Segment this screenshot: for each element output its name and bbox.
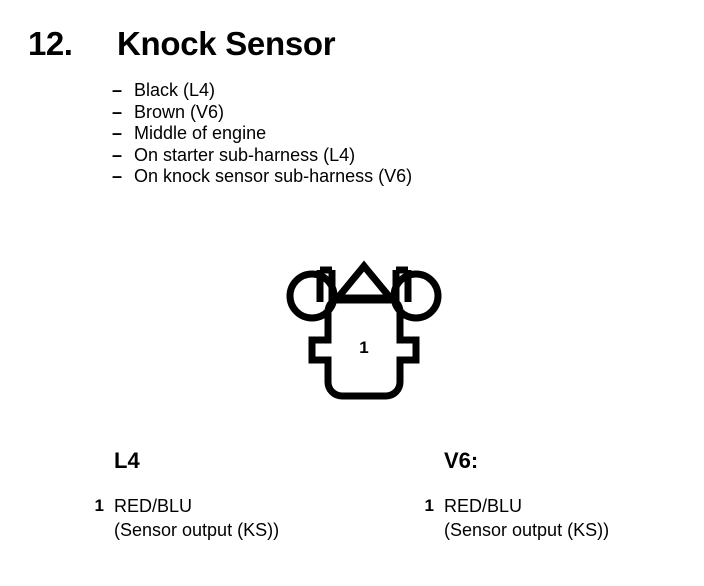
pinout-heading-v6: V6: — [444, 448, 479, 473]
pin-wire-color: RED/BLU — [114, 496, 193, 516]
connector-diagram: 1 — [276, 250, 452, 410]
section-number: 12. — [28, 25, 73, 62]
pin-number: 1 — [94, 496, 104, 515]
table-row: 1 RED/BLU (Sensor output (KS)) — [406, 494, 696, 546]
notes-list: –Black (L4) –Brown (V6) –Middle of engin… — [112, 80, 672, 188]
pinout-heading-l4: L4 — [114, 448, 140, 473]
pin-number: 1 — [424, 496, 434, 515]
list-item: –Black (L4) — [112, 80, 672, 102]
dash-icon: – — [112, 144, 123, 165]
dash-icon: – — [112, 166, 123, 186]
pin-wire-color: RED/BLU — [444, 496, 523, 516]
section-title: Knock Sensor — [117, 25, 336, 62]
pinout-table-l4: L4 1 RED/BLU (Sensor output (KS)) — [76, 448, 366, 546]
table-row: 1 RED/BLU (Sensor output (KS)) — [76, 494, 366, 546]
list-item-label: On knock sensor sub-harness (V6) — [134, 166, 413, 186]
connector-body — [308, 294, 420, 400]
dash-icon: – — [112, 123, 123, 143]
list-item: –On knock sensor sub-harness (V6) — [112, 166, 672, 188]
connector-outline-icon — [286, 260, 442, 400]
pin-description: (Sensor output (KS)) — [444, 520, 610, 540]
list-item: –Brown (V6) — [112, 102, 672, 124]
pinout-table-v6: V6: 1 RED/BLU (Sensor output (KS)) — [406, 448, 696, 546]
dash-icon: – — [112, 101, 123, 122]
dash-icon: – — [112, 80, 123, 100]
connector-center-peak — [333, 260, 395, 303]
pin-description: (Sensor output (KS)) — [114, 520, 280, 540]
list-item-label: Middle of engine — [134, 123, 267, 143]
list-item-label: Brown (V6) — [134, 101, 225, 122]
list-item-label: On starter sub-harness (L4) — [134, 144, 356, 165]
list-item: –Middle of engine — [112, 123, 672, 145]
list-item: –On starter sub-harness (L4) — [112, 145, 672, 167]
list-item-label: Black (L4) — [134, 80, 216, 100]
page-title: 12. Knock Sensor — [0, 24, 704, 70]
